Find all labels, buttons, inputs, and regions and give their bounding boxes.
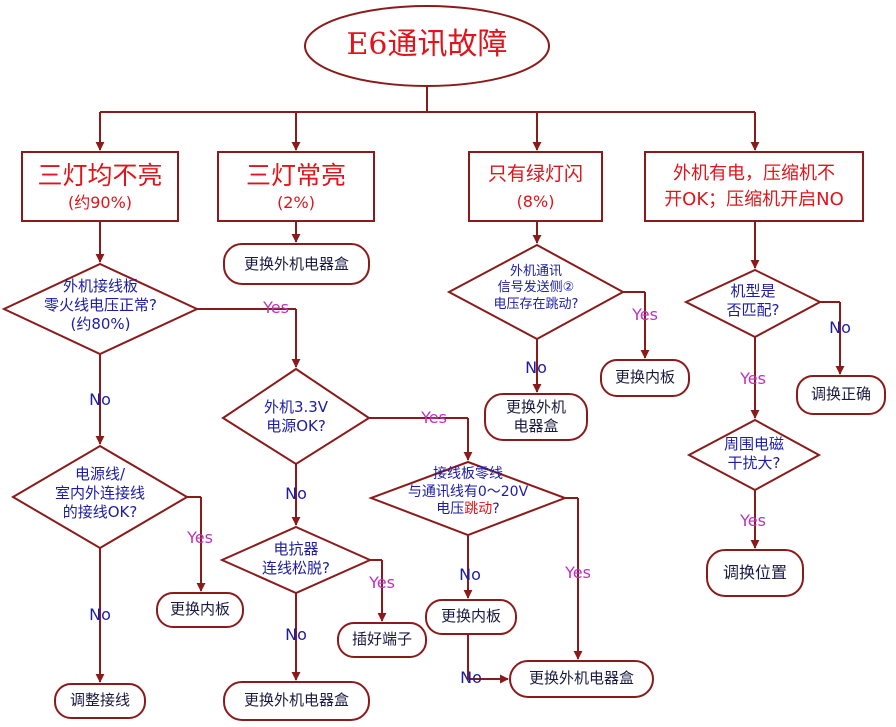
branch-yes-label: Yes xyxy=(187,528,213,547)
decision-em-interference-text: 周围电磁 干扰大? xyxy=(689,435,819,473)
header-all-off-label: 三灯均不亮 (约90%) xyxy=(22,160,178,213)
text-line: 零火线电压正常? xyxy=(44,295,157,314)
text-line: 信号发送侧② xyxy=(497,280,575,296)
branch-no-label: No xyxy=(459,565,481,584)
branch-no-label: No xyxy=(525,358,547,377)
result-adjust-wiring-text: 调整接线 xyxy=(69,691,130,709)
result-replace-outdoor-box-final xyxy=(509,660,654,698)
text-line: 干扰大? xyxy=(727,453,781,472)
header-all-on-label: 三灯常亮 (2%) xyxy=(218,160,374,213)
decision-model-match-text: 机型是 否匹配? xyxy=(686,282,820,320)
text-line: 机型是 xyxy=(730,282,776,300)
decision-wiring-ok-text: 电源线/ 室内外连接线 的接线OK? xyxy=(13,465,187,521)
branch-yes-label: Yes xyxy=(740,511,766,530)
decision-reactor-loose-text: 电抗器 连线松脱? xyxy=(222,540,370,578)
branch-no-label: No xyxy=(89,390,111,409)
result-replace-indoor-board-2 xyxy=(600,359,690,397)
branch-no-label: No xyxy=(285,625,307,644)
branch-no-label: No xyxy=(460,668,482,687)
result-relocate-text: 调换位置 xyxy=(722,563,787,582)
result-swap-correct xyxy=(796,375,886,415)
branch-no-label: No xyxy=(285,484,307,503)
text-line: 外机接线板 xyxy=(62,277,138,295)
header-compressor-label: 外机有电，压缩机不 开OK；压缩机开启NO xyxy=(645,161,863,213)
result-replace-indoor-board-1-text: 更换内板 xyxy=(169,600,230,618)
result-adjust-wiring xyxy=(54,683,146,719)
decision-3v3-power-text: 外机3.3V 电源OK? xyxy=(223,398,369,436)
branch-yes-label: Yes xyxy=(369,573,395,592)
text-fragment: 电压 xyxy=(436,501,465,517)
text-line: 电压存在跳动? xyxy=(493,296,579,312)
text-line: 否匹配? xyxy=(726,300,780,319)
text-line: 外机3.3V xyxy=(263,398,329,416)
text-fragment: ? xyxy=(492,501,500,517)
header-green-blink-label: 只有绿灯闪 (8%) xyxy=(469,163,602,212)
text-line: 室内外连接线 xyxy=(54,483,145,502)
decision-zero-line-voltage-text: 接线板零线 与通讯线有0～20V 电压跳动? xyxy=(371,466,565,519)
result-relocate xyxy=(706,549,804,597)
branch-yes-label: Yes xyxy=(632,305,658,324)
text-line: 与通讯线有0～20V xyxy=(407,483,529,500)
branch-no-label: No xyxy=(89,605,111,624)
result-replace-outdoor-box-bottom xyxy=(223,681,370,721)
text-line: 电抗器 xyxy=(273,540,319,558)
header-all-on-percent: (2%) xyxy=(277,193,315,213)
header-box-green-blink xyxy=(468,151,603,222)
branch-yes-label: Yes xyxy=(263,298,289,317)
result-swap-correct-text: 调换正确 xyxy=(810,385,871,403)
branch-yes-label: Yes xyxy=(740,369,766,388)
text-line: (约80%) xyxy=(70,314,131,333)
header-green-blink-percent: (8%) xyxy=(516,191,555,211)
result-replace-outdoor-box-final-text: 更换外机电器盒 xyxy=(528,669,634,687)
decision-comm-signal-voltage-text: 外机通讯 信号发送侧② 电压存在跳动? xyxy=(449,264,623,313)
result-replace-outdoor-box-c3-text: 更换外机 电器盒 xyxy=(485,398,587,436)
branch-yes-label: Yes xyxy=(565,563,591,582)
header-compressor-line1: 外机有电，压缩机不 xyxy=(673,163,835,184)
text-line: 电源OK? xyxy=(266,416,326,435)
text-line: 外机通讯 xyxy=(509,264,562,279)
decision-outdoor-terminal-voltage-text: 外机接线板 零火线电压正常? (约80%) xyxy=(4,277,197,333)
text-line: 周围电磁 xyxy=(723,435,784,453)
result-replace-outdoor-box-bottom-text: 更换外机电器盒 xyxy=(243,691,349,709)
header-all-on-title: 三灯常亮 xyxy=(245,161,346,190)
result-replace-indoor-board-2-text: 更换内板 xyxy=(614,368,675,386)
text-line: 更换外机 xyxy=(505,398,566,416)
header-all-off-percent: (约90%) xyxy=(67,193,133,213)
result-replace-outdoor-box-top xyxy=(223,243,370,285)
text-line: 接线板零线 xyxy=(433,466,503,482)
header-green-blink-title: 只有绿灯闪 xyxy=(487,163,583,185)
text-line: 电器盒 xyxy=(513,416,559,435)
header-all-off-title: 三灯均不亮 xyxy=(37,161,163,190)
header-compressor-line2: 开OK；压缩机开启NO xyxy=(664,189,844,211)
text-line: 电压跳动? xyxy=(371,501,565,519)
text-line: 连线松脱? xyxy=(262,558,330,577)
result-reseat-terminal-text: 插好端子 xyxy=(351,630,412,648)
result-reseat-terminal xyxy=(337,622,427,658)
highlight-fluctuation: 跳动 xyxy=(464,501,493,517)
text-line: 的接线OK? xyxy=(62,502,138,521)
result-replace-outdoor-box-c3 xyxy=(484,393,588,441)
text-line: 电源线/ xyxy=(74,465,126,483)
branch-yes-label: Yes xyxy=(421,408,447,427)
result-replace-indoor-board-3 xyxy=(425,599,517,635)
branch-no-label: No xyxy=(829,318,851,337)
result-replace-indoor-board-1 xyxy=(156,592,244,628)
flowchart-title: E6通讯故障 xyxy=(346,27,508,62)
result-replace-indoor-board-3-text: 更换内板 xyxy=(440,607,501,625)
result-replace-outdoor-box-top-text: 更换外机电器盒 xyxy=(243,255,349,273)
